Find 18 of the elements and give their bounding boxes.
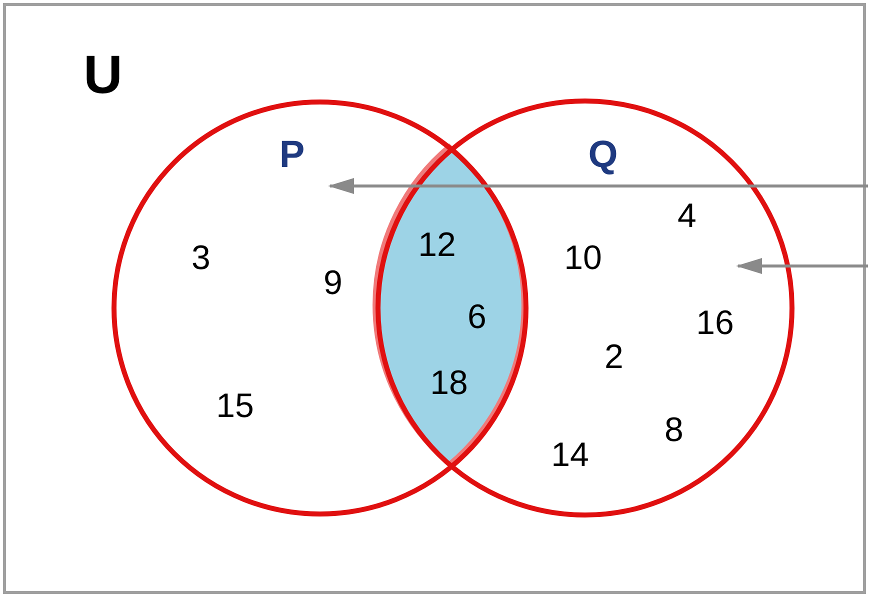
arrow: [328, 178, 868, 194]
set-element: 2: [604, 340, 624, 374]
set-element: 10: [564, 241, 602, 275]
universal-set-label: U: [84, 48, 122, 102]
set-element: 12: [418, 228, 456, 262]
set-label: Q: [588, 136, 618, 174]
set-element: 8: [664, 413, 684, 447]
set-element: 4: [678, 199, 696, 233]
set-element: 18: [430, 366, 468, 400]
set-element: 15: [216, 389, 254, 423]
set-element: 6: [468, 300, 486, 334]
arrow: [736, 258, 868, 274]
set-element: 3: [192, 241, 210, 275]
set-element: 9: [324, 266, 342, 300]
set-label: P: [279, 136, 305, 174]
set-element: 14: [551, 438, 589, 472]
set-element: 16: [696, 306, 734, 340]
universal-set-frame: [3, 3, 866, 594]
